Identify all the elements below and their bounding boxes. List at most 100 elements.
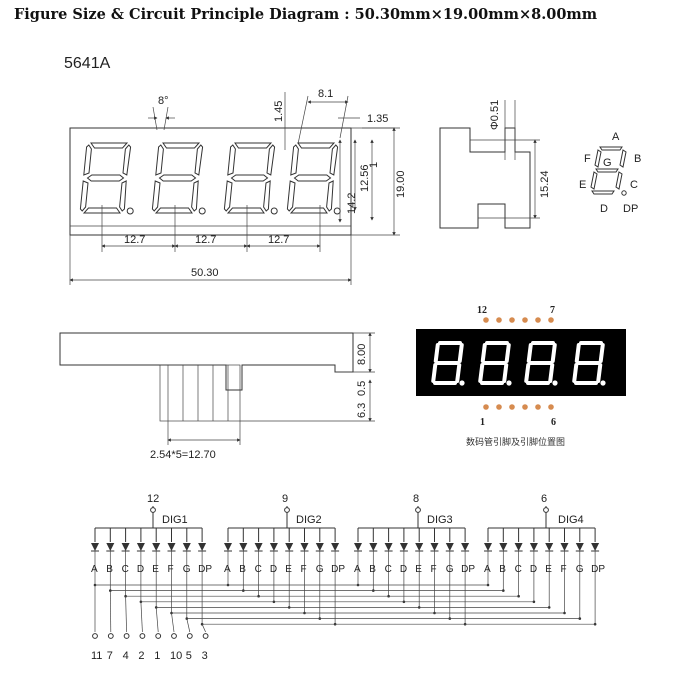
front-digit-3 <box>223 142 278 215</box>
seg-label-f: F <box>584 153 591 165</box>
figure-title: Figure Size & Circuit Principle Diagram … <box>14 6 598 23</box>
dim-15-24: 15.24 <box>539 170 551 198</box>
segment-dp <box>333 207 341 215</box>
segment-label: E <box>545 564 552 575</box>
photo-pin-dot <box>548 404 554 410</box>
seg-label-g: G <box>603 157 612 169</box>
segment-label: C <box>122 564 129 575</box>
part-number: 5641A <box>64 55 111 72</box>
seg-label-dp: DP <box>623 203 638 215</box>
dig4-pin: 6 <box>541 493 547 505</box>
common-pin-node <box>284 507 290 513</box>
photo-pin-dot <box>535 404 541 410</box>
photo-pin-dot <box>548 317 554 323</box>
segment-c <box>263 180 271 212</box>
segment-pin-node <box>107 633 114 639</box>
photo-segment-f <box>480 343 487 363</box>
segment-label: D <box>137 564 144 575</box>
segment-pin-node <box>171 633 177 639</box>
dim-8-1: 8.1 <box>318 88 333 100</box>
segment-pin-node <box>92 633 98 639</box>
segment-c <box>191 180 199 212</box>
led-diode <box>254 543 263 551</box>
segment-e <box>223 180 233 212</box>
segment-label: C <box>515 564 522 575</box>
seg-label-e: E <box>579 179 586 191</box>
photo-pin-12: 12 <box>477 305 487 316</box>
seg-label-a: A <box>612 131 620 143</box>
segment-label: A <box>484 564 491 575</box>
segment-label: DP <box>331 564 345 575</box>
photo-segment-c <box>548 363 555 383</box>
segment-g <box>158 174 197 182</box>
led-diode <box>239 543 248 551</box>
photo-digit-1 <box>431 341 465 386</box>
led-diode <box>445 543 454 551</box>
photo-segment-c <box>502 363 509 383</box>
dim-angle: 8° <box>158 95 169 107</box>
dim-1-35: 1.35 <box>367 113 388 125</box>
led-diode <box>415 543 424 551</box>
photo-pin-dot <box>522 404 528 410</box>
photo-segment-b <box>550 343 557 363</box>
segment-dp <box>126 207 134 215</box>
dim-50-30: 50.30 <box>191 267 219 279</box>
photo-segment-b <box>457 343 464 363</box>
segment-g <box>86 174 125 182</box>
segment-f <box>155 144 164 176</box>
segment-label: A <box>91 564 98 575</box>
segment-label: F <box>301 564 307 575</box>
segment-label: D <box>530 564 537 575</box>
photo-segment-f <box>526 343 533 363</box>
segment-pin-node <box>202 633 209 639</box>
segment-label: G <box>576 564 584 575</box>
photo-pin-6: 6 <box>551 417 556 428</box>
segment-f <box>290 144 299 176</box>
common-pin-node <box>150 507 156 513</box>
led-diode <box>136 543 145 551</box>
segment-label: C <box>385 564 392 575</box>
segment-pin-number: 1 <box>154 650 160 662</box>
photo-pin-dot <box>483 317 489 323</box>
led-diode <box>91 543 99 551</box>
segment-label: A <box>354 564 361 575</box>
segment-label: F <box>431 564 437 575</box>
photo-segment-f <box>433 343 440 363</box>
led-diode <box>300 543 309 551</box>
segment-pin-node <box>186 633 193 639</box>
led-diode <box>152 543 161 551</box>
segment-e <box>79 180 89 212</box>
segment-a <box>162 142 201 149</box>
photo-segment-e <box>478 363 485 383</box>
segment-pin-number: 5 <box>186 650 192 662</box>
segment-label: DP <box>198 564 212 575</box>
led-diode <box>430 543 439 551</box>
led-diode <box>121 543 130 551</box>
dim-14-2: 14.2 <box>346 193 358 214</box>
dig2-pin: 9 <box>282 493 288 505</box>
led-diode <box>384 543 393 551</box>
dig3-label: DIG3 <box>427 514 453 526</box>
photo-pin-dot <box>535 317 541 323</box>
led-diode <box>331 543 340 551</box>
seg-label-c: C <box>630 179 638 191</box>
segment-pin-number: 3 <box>202 650 208 662</box>
segment-d <box>289 207 328 214</box>
side-view: Φ0.51 15.24 <box>439 100 551 229</box>
led-diode <box>269 543 278 551</box>
photo-segment-dp <box>506 380 512 386</box>
module-outline-front <box>69 127 352 236</box>
segment-label: G <box>316 564 324 575</box>
segment-a <box>234 142 273 149</box>
common-pin-node <box>415 507 421 513</box>
segment-label: D <box>400 564 407 575</box>
segment-dp <box>270 207 278 215</box>
segment-pin-number: 7 <box>107 650 113 662</box>
segment-pin-number: 10 <box>170 650 182 662</box>
segment-label: B <box>369 564 376 575</box>
segment-c <box>326 180 334 212</box>
led-diode <box>167 543 176 551</box>
led-diode <box>354 543 362 551</box>
segment-pin-node <box>139 633 146 639</box>
